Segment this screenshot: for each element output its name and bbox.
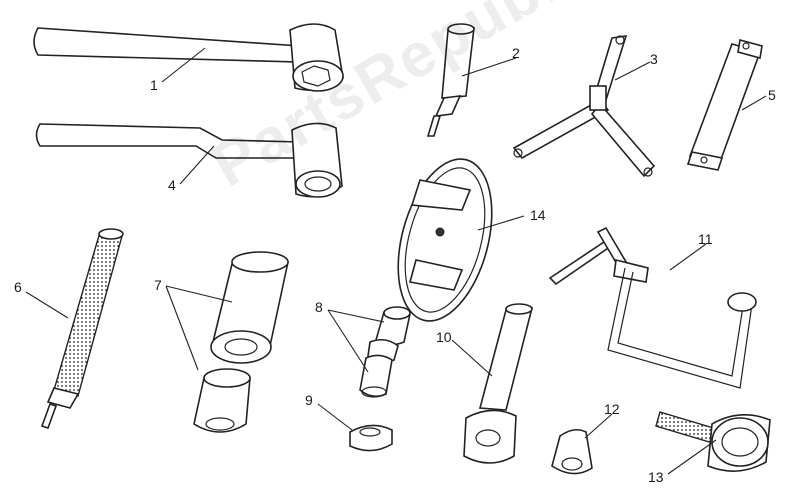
callout-8: 8 — [315, 299, 323, 315]
part-2-drift — [426, 23, 475, 137]
part-1-socket-wrench — [33, 23, 344, 92]
part-12-cap — [551, 428, 593, 475]
part-13-knurled-knob — [655, 411, 771, 472]
callout-10: 10 — [436, 329, 452, 345]
part-3-three-arm-spanner — [512, 35, 656, 178]
leader-lines — [25, 47, 767, 475]
part-11-c-frame-tool — [548, 226, 757, 389]
callout-13: 13 — [648, 469, 664, 485]
callout-6: 6 — [14, 279, 22, 295]
part-9-nut — [349, 424, 393, 452]
part-14-degree-wheel — [397, 158, 493, 322]
callout-12: 12 — [604, 401, 620, 417]
part-4-cranked-wrench — [35, 122, 343, 198]
callout-1: 1 — [150, 77, 158, 93]
callout-4: 4 — [168, 177, 176, 193]
part-5-block-tool — [686, 38, 763, 171]
callout-14: 14 — [530, 207, 546, 223]
callout-7: 7 — [154, 277, 162, 293]
part-7-sleeves — [193, 251, 289, 433]
callout-3: 3 — [650, 51, 658, 67]
callout-9: 9 — [305, 392, 313, 408]
callout-5: 5 — [768, 87, 776, 103]
callout-11: 11 — [698, 231, 713, 247]
part-6-knurled-handle — [40, 228, 124, 430]
part-8-pins — [359, 306, 411, 398]
part-10-socket-drift — [463, 303, 534, 464]
callout-2: 2 — [512, 45, 520, 61]
